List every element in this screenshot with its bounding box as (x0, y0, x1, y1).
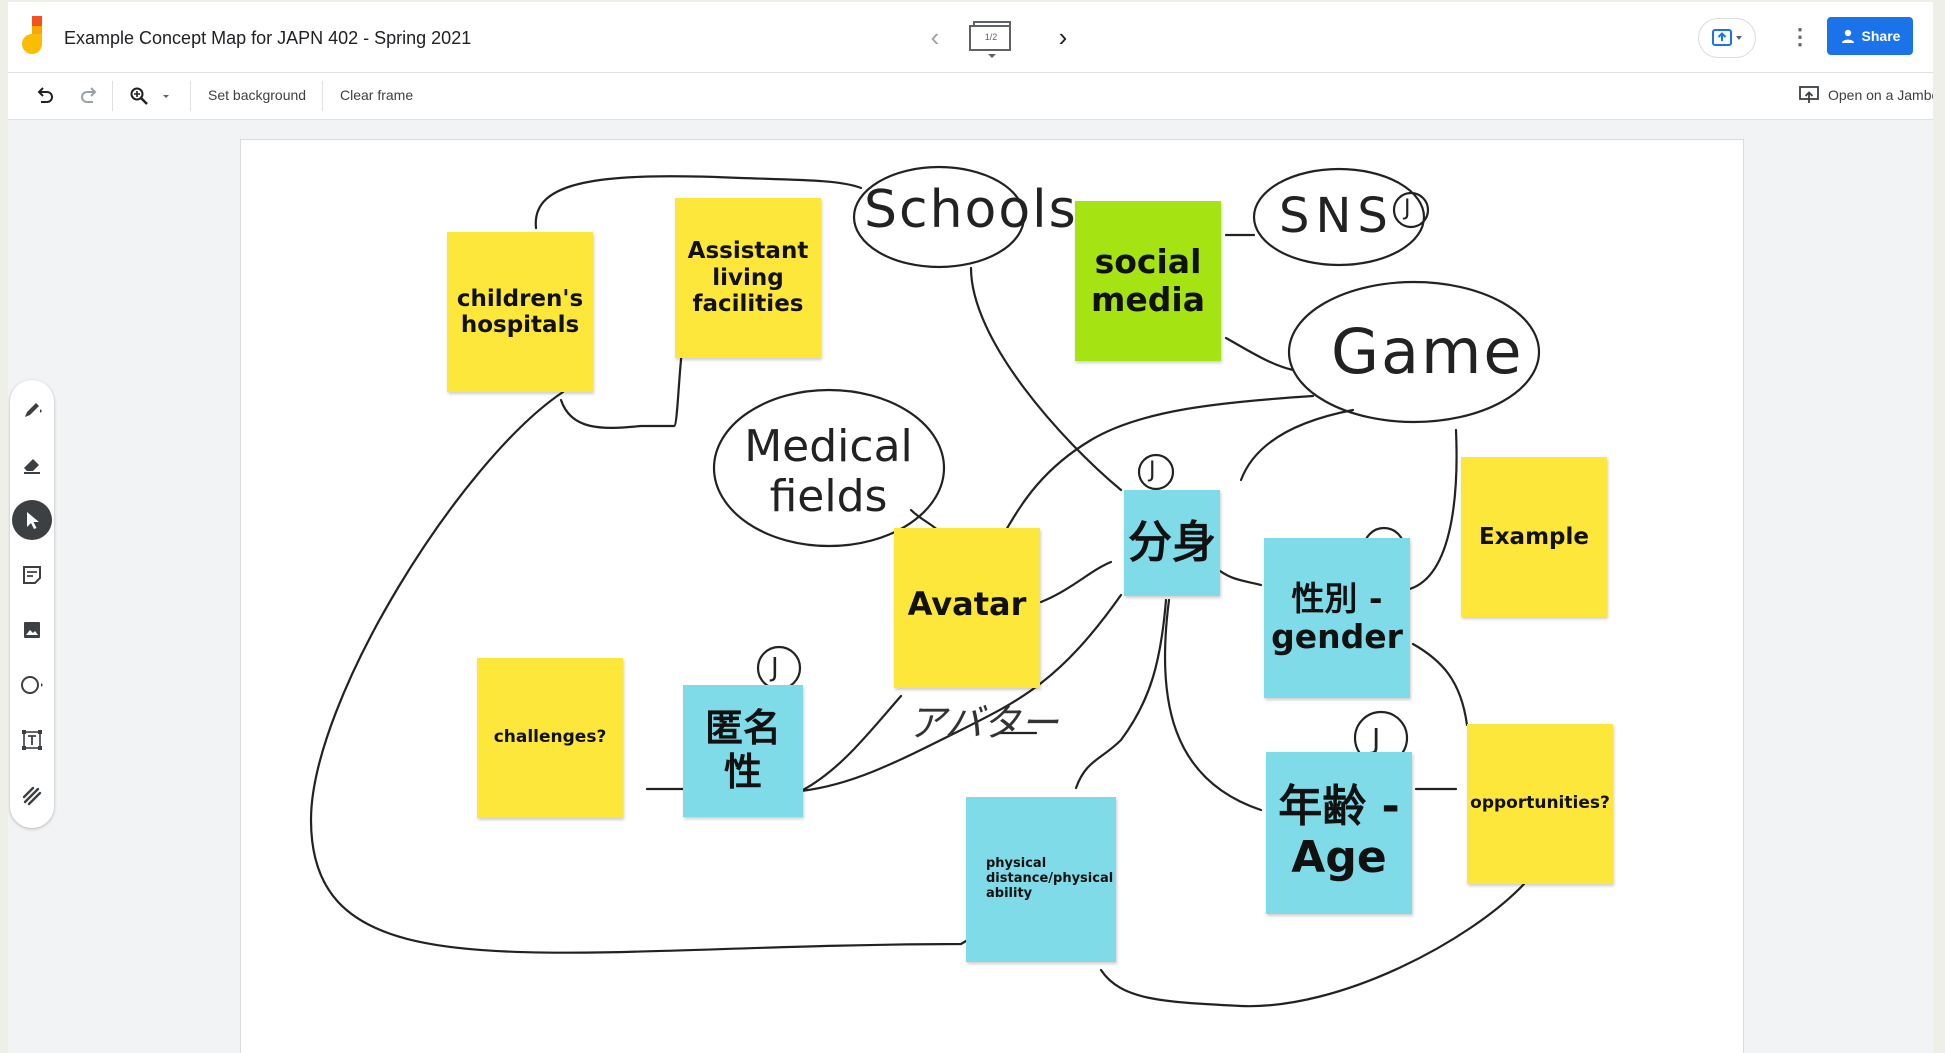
initial-mark: J (1149, 458, 1156, 483)
chevron-right-icon: › (1058, 22, 1068, 52)
person-add-icon (1841, 29, 1854, 43)
game-handwriting[interactable]: Game (1331, 315, 1524, 388)
dropdown-arrow-icon (163, 95, 169, 98)
sticky-note-tool[interactable] (12, 555, 52, 595)
sticky-note-physical-distance[interactable]: physical distance/physical ability (966, 797, 1116, 962)
sticky-note-nenrei-age[interactable]: 年齢 - Age (1266, 752, 1412, 914)
text-box-tool[interactable] (12, 720, 52, 760)
chevron-left-icon: ‹ (930, 22, 940, 52)
sticky-note-childrens-hospitals[interactable]: children's hospitals (447, 232, 593, 392)
circle-icon (21, 676, 43, 694)
toolbar-divider (112, 81, 113, 111)
jamboard-logo-icon (22, 16, 42, 54)
initial-circle (1137, 453, 1175, 491)
initial-mark: J (1372, 722, 1381, 755)
cursor-arrow-icon (27, 512, 39, 529)
redo-icon (81, 87, 97, 103)
sticky-note-seibetsu-gender[interactable]: 性別 - gender (1264, 538, 1410, 698)
more-vert-icon: ⋮ (1789, 24, 1811, 49)
sns-handwriting[interactable]: SNS (1279, 188, 1394, 244)
more-options-button[interactable]: ⋮ (1788, 22, 1812, 52)
initial-mark: J (1404, 196, 1411, 221)
avatar-kana-handwriting[interactable]: アバター (908, 701, 1059, 745)
sns-bubble (1252, 167, 1426, 267)
shape-tool[interactable] (12, 665, 52, 705)
sticky-note-opportunities[interactable]: opportunities? (1467, 724, 1613, 884)
eraser-tool[interactable] (12, 445, 52, 485)
toolbar-divider (190, 81, 191, 111)
set-background-button[interactable]: Set background (208, 87, 307, 103)
eraser-icon (24, 459, 40, 474)
toolbar: Set background Clear frame Open on a Jam… (8, 73, 1933, 120)
present-button[interactable] (1698, 18, 1756, 58)
zoom-dropdown[interactable] (156, 81, 176, 111)
laser-tool[interactable] (12, 775, 52, 815)
select-tool[interactable] (12, 500, 52, 540)
frame-count: 1/2 (984, 32, 998, 42)
sticky-note-challenges[interactable]: challenges? (477, 658, 623, 818)
sticky-note-bunshin[interactable]: 分身 (1124, 490, 1220, 596)
image-icon (24, 622, 40, 638)
top-bar: Example Concept Map for JAPN 402 - Sprin… (8, 2, 1933, 73)
medical-fields-bubble (712, 388, 946, 548)
initial-circle (756, 645, 802, 691)
frame-bar-icon[interactable] (968, 20, 1016, 60)
share-label: Share (1861, 28, 1901, 44)
sticky-note-tokumeisei[interactable]: 匿名性 (683, 685, 803, 817)
pen-tool[interactable] (12, 390, 52, 430)
jamboard-app: Example Concept Map for JAPN 402 - Sprin… (8, 2, 1933, 1053)
schools-bubble (852, 165, 1026, 269)
undo-icon (37, 87, 53, 103)
undo-button[interactable] (30, 81, 60, 111)
initial-circle (1392, 191, 1430, 229)
drawing-tool-rail (10, 380, 54, 828)
add-image-tool[interactable] (12, 610, 52, 650)
initial-mark: J (771, 653, 779, 683)
share-button[interactable]: Share (1827, 17, 1913, 55)
medical-fields-handwriting[interactable]: Medical fields (744, 421, 913, 522)
clear-frame-button[interactable]: Clear frame (340, 87, 414, 103)
zoom-in-icon (130, 87, 148, 105)
present-icon (1712, 29, 1742, 46)
redo-button[interactable] (74, 81, 104, 111)
open-on-jamboard-button[interactable]: Open on a Jambo (1798, 85, 1933, 105)
sticky-note-assistant-living[interactable]: Assistant living facilities (675, 198, 821, 358)
next-frame-button[interactable]: › (1048, 22, 1078, 52)
sticky-note-social-media[interactable]: social media (1075, 201, 1221, 361)
sticky-note-avatar[interactable]: Avatar (894, 528, 1040, 688)
laser-icon (22, 786, 42, 806)
zoom-button[interactable] (124, 81, 154, 111)
open-on-jamboard-label: Open on a Jambo (1828, 87, 1933, 103)
text-box-icon (22, 730, 42, 750)
cast-to-jamboard-icon (1799, 86, 1819, 103)
whiteboard-canvas[interactable]: Schools SNS Game Medical fields アバター J J… (240, 139, 1744, 1053)
previous-frame-button[interactable]: ‹ (920, 22, 950, 52)
schools-handwriting[interactable]: Schools (864, 180, 1078, 240)
sticky-note-example[interactable]: Example (1461, 457, 1607, 617)
sticky-note-icon (23, 566, 41, 584)
document-title[interactable]: Example Concept Map for JAPN 402 - Sprin… (64, 28, 472, 48)
game-bubble (1287, 280, 1541, 424)
toolbar-divider (322, 81, 323, 111)
pen-icon (25, 403, 42, 417)
